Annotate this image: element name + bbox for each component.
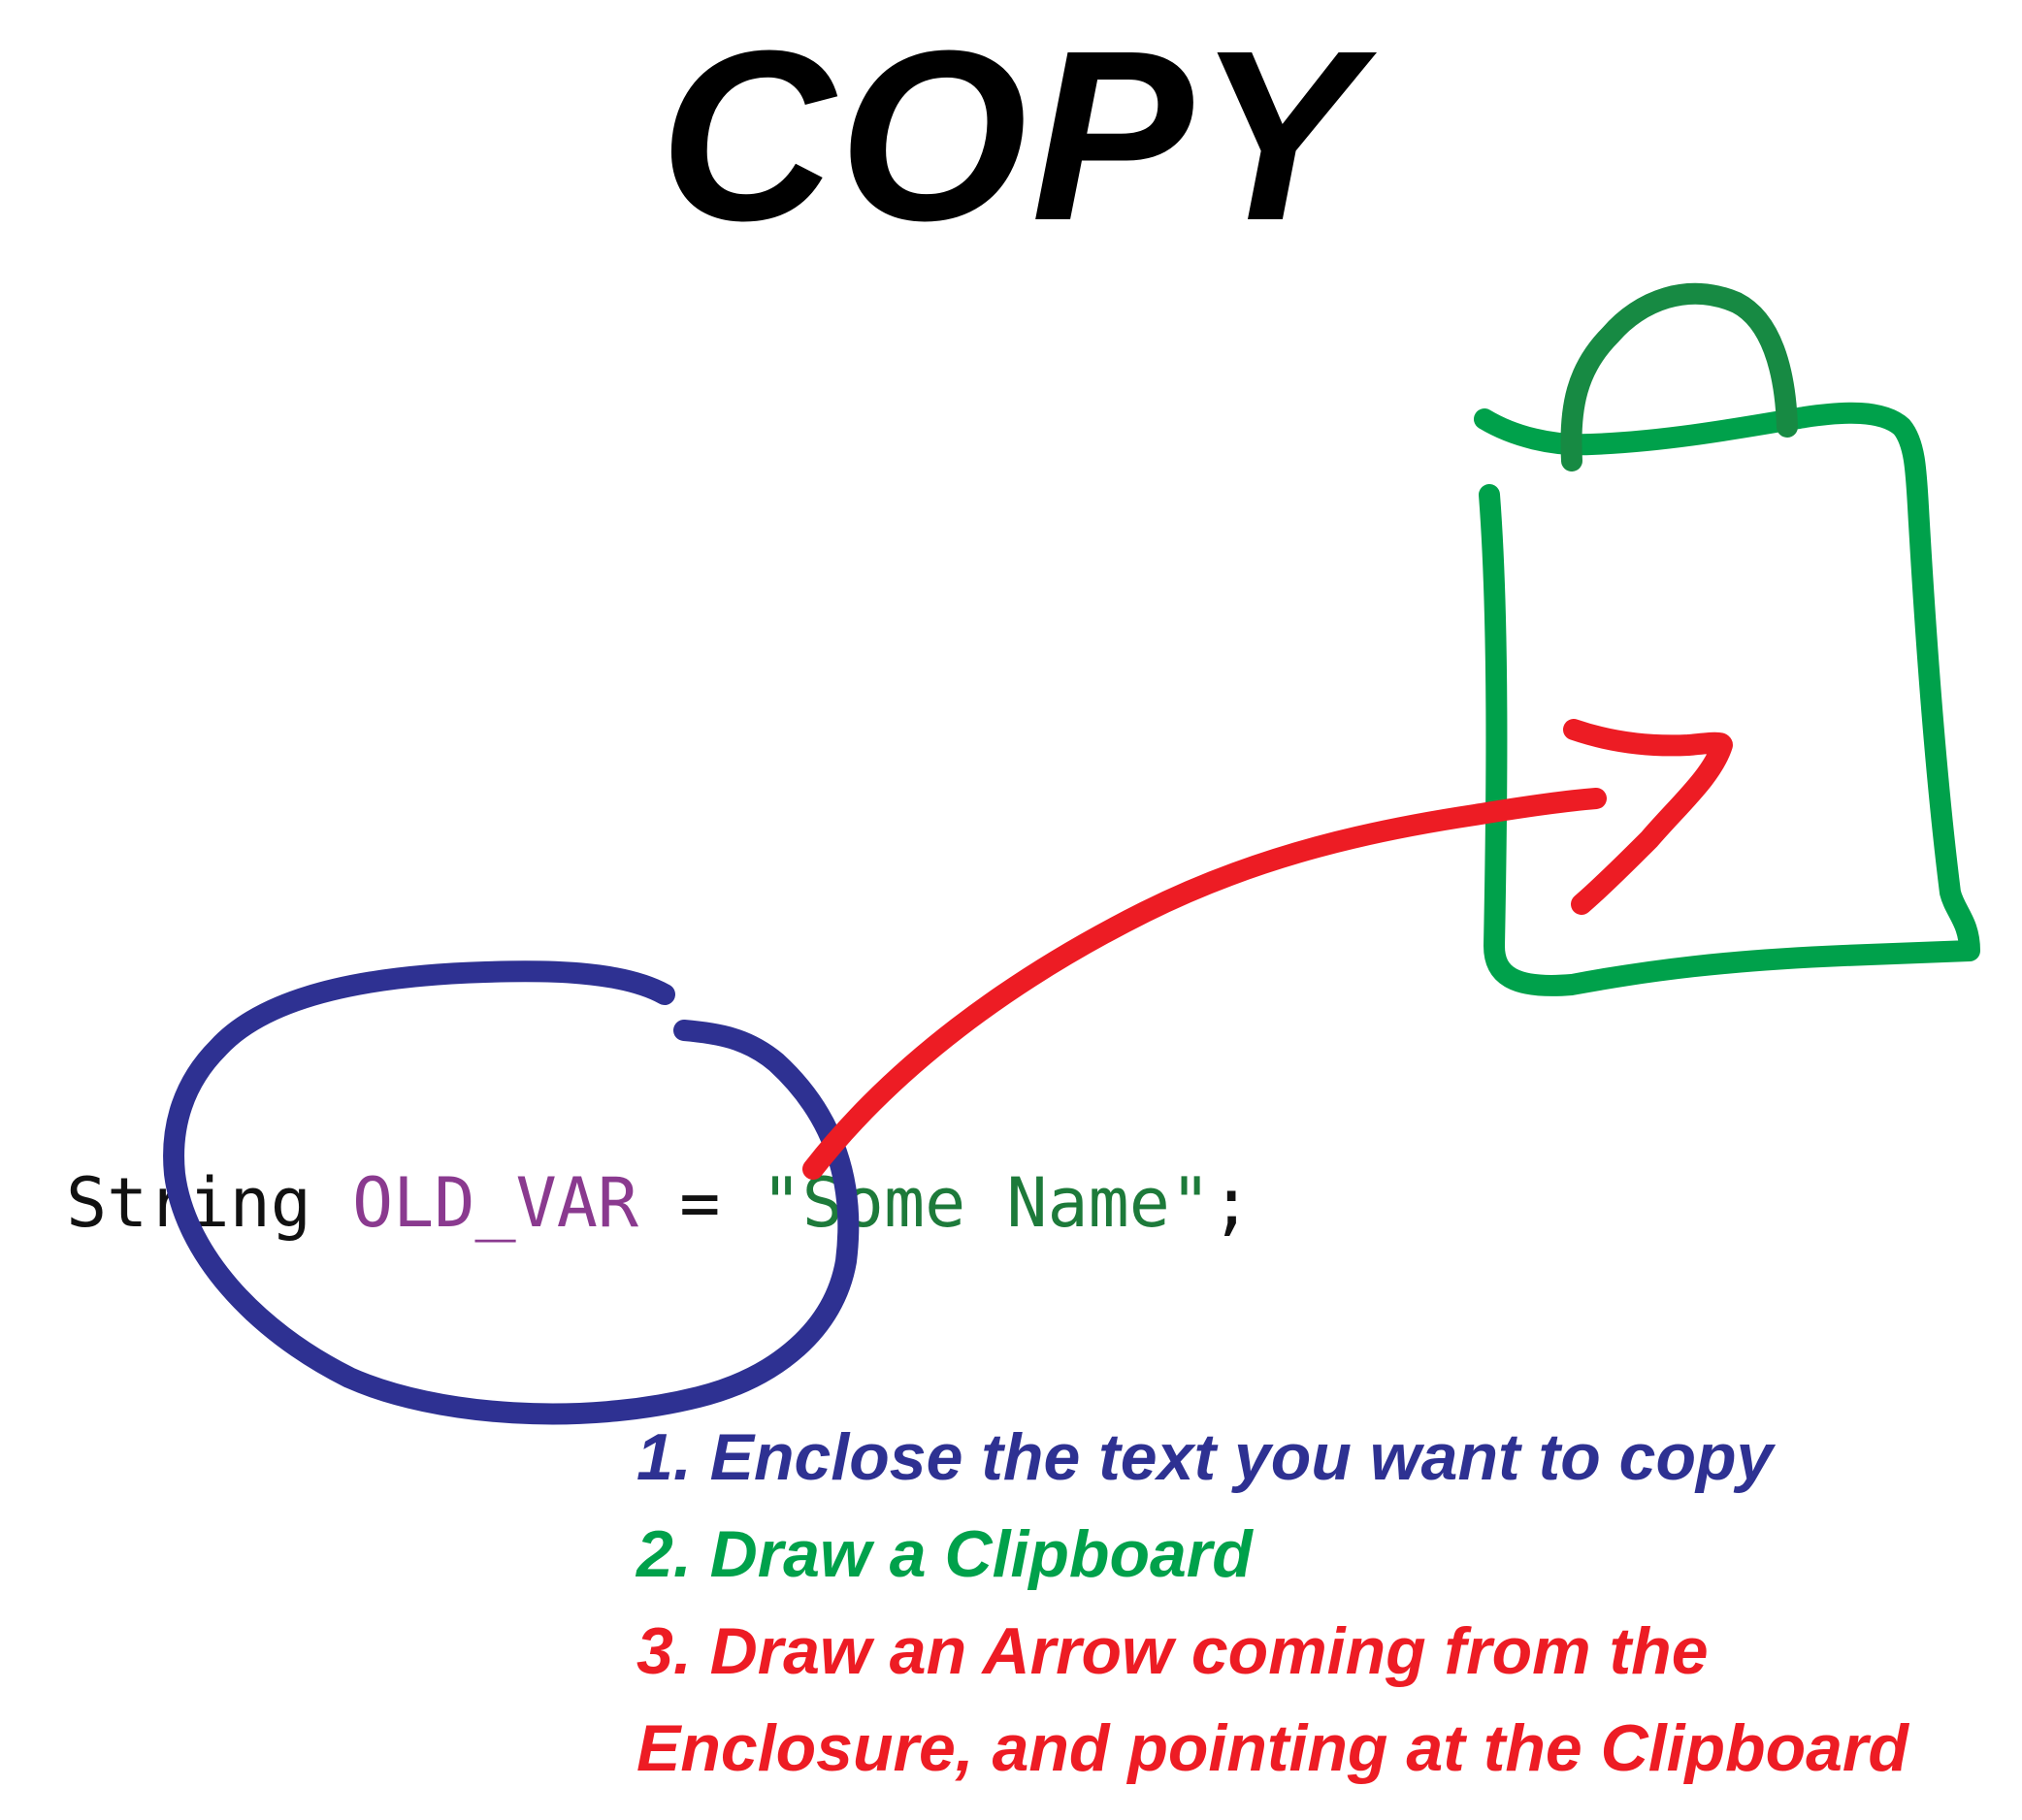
code-operator: = [679,1163,721,1243]
code-snippet: String OLD_VAR = "Some Name"; [66,1159,1252,1247]
arrow-head-stroke [1563,719,1733,915]
step-2-text: 2. Draw a Clipboard [636,1517,1253,1591]
step-3-continuation-text: Enclosure, and pointing at the Clipboard [636,1711,1908,1785]
clipboard-handle-stroke [1560,282,1798,471]
enclosure-loop-stroke [163,960,860,1425]
step-3-text: 3. Draw an Arrow coming from the [636,1614,1709,1688]
code-string-literal: "Some Name" [761,1163,1212,1243]
arrow-shaft-stroke [802,788,1607,1180]
page-title: COPY [659,0,1363,271]
step-1-text: 1. Enclose the text you want to copy [636,1420,1774,1494]
code-variable-name: OLD_VAR [352,1163,639,1243]
instruction-steps: 1. Enclose the text you want to copy 2. … [636,1409,1908,1797]
code-terminator: ; [1211,1163,1253,1243]
clipboard-body-stroke [1474,402,1980,996]
